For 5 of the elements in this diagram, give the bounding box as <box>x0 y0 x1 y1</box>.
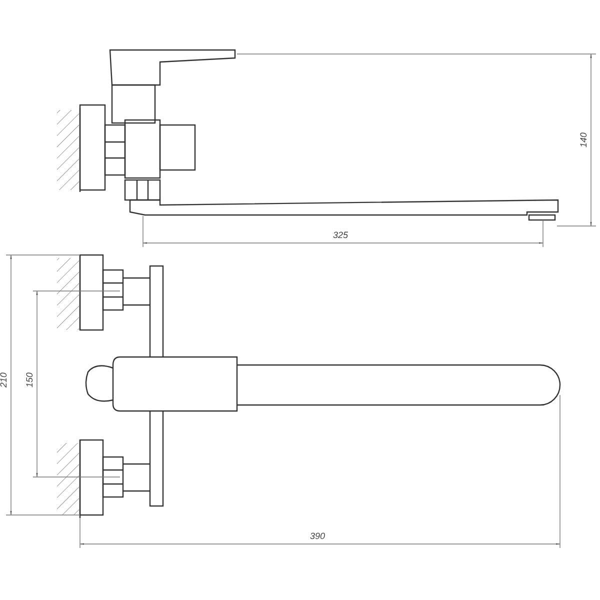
dimension-label: 150 <box>24 372 35 388</box>
dimension-label: 210 <box>0 372 9 388</box>
dimension-label: 325 <box>333 230 348 240</box>
dimension-label: 140 <box>578 132 589 148</box>
dimension-label: 390 <box>310 531 326 541</box>
